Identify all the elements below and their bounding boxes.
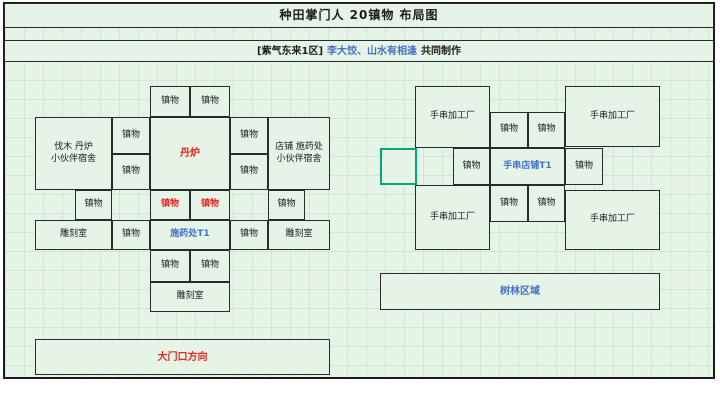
bead-factory-cell: 手串加工厂 [415,86,490,148]
zhenwu-cell: 镇物 [528,185,565,222]
zhenwu-cell: 镇物 [230,220,268,250]
woodshop-line2: 小伙伴宿舍 [50,153,96,164]
pharmacy-t1-cell: 施药处T1 [150,220,230,250]
zhenwu-cell: 镇物 [490,112,528,148]
zhenwu-cell: 镇物 [112,220,150,250]
bead-factory-cell: 手串加工厂 [415,185,490,250]
shop-line2: 小伙伴宿舍 [276,153,322,164]
zhenwu-cell-red: 镇物 [150,190,190,220]
zhenwu-cell-red: 镇物 [190,190,230,220]
woodshop-dorm-cell: 伐木 丹炉 小伙伴宿舍 [35,117,112,190]
woodshop-line1: 伐木 丹炉 [54,141,93,152]
zhenwu-cell: 镇物 [565,148,603,185]
carving-room-cell: 雕刻室 [35,220,112,250]
bead-factory-cell: 手串加工厂 [565,190,660,250]
credit-names: 李大饺、山水有相逢 [327,45,418,57]
credit-suffix: 共同制作 [421,45,462,57]
highlight-empty-cell [380,148,417,185]
gate-direction-cell: 大门口方向 [35,339,330,375]
shop-pharmacy-dorm-cell: 店铺 施药处 小伙伴宿舍 [268,117,330,190]
zhenwu-cell: 镇物 [528,112,565,148]
shop-line1: 店铺 施药处 [275,141,323,152]
credit-line: [紫气东来1区] 李大饺、山水有相逢 共同制作 [4,40,714,62]
zhenwu-cell: 镇物 [150,250,190,282]
zhenwu-cell: 镇物 [75,190,112,220]
danlu-cell: 丹炉 [150,117,230,190]
credit-prefix: [紫气东来1区] [256,45,324,57]
zhenwu-cell: 镇物 [190,86,230,117]
zhenwu-cell: 镇物 [268,190,305,220]
zhenwu-cell: 镇物 [490,185,528,222]
zhenwu-cell: 镇物 [230,154,268,190]
carving-room-cell: 雕刻室 [150,282,230,312]
page-title: 种田掌门人 20镇物 布局图 [4,3,714,28]
zhenwu-cell: 镇物 [453,148,490,185]
zhenwu-cell: 镇物 [112,154,150,190]
carving-room-cell: 雕刻室 [268,220,330,250]
bead-factory-cell: 手串加工厂 [565,86,660,147]
zhenwu-cell: 镇物 [112,117,150,154]
bead-shop-t1-cell: 手串店铺T1 [490,148,565,185]
forest-area-cell: 树林区域 [380,273,660,310]
zhenwu-cell: 镇物 [230,117,268,154]
zhenwu-cell: 镇物 [150,86,190,117]
zhenwu-cell: 镇物 [190,250,230,282]
